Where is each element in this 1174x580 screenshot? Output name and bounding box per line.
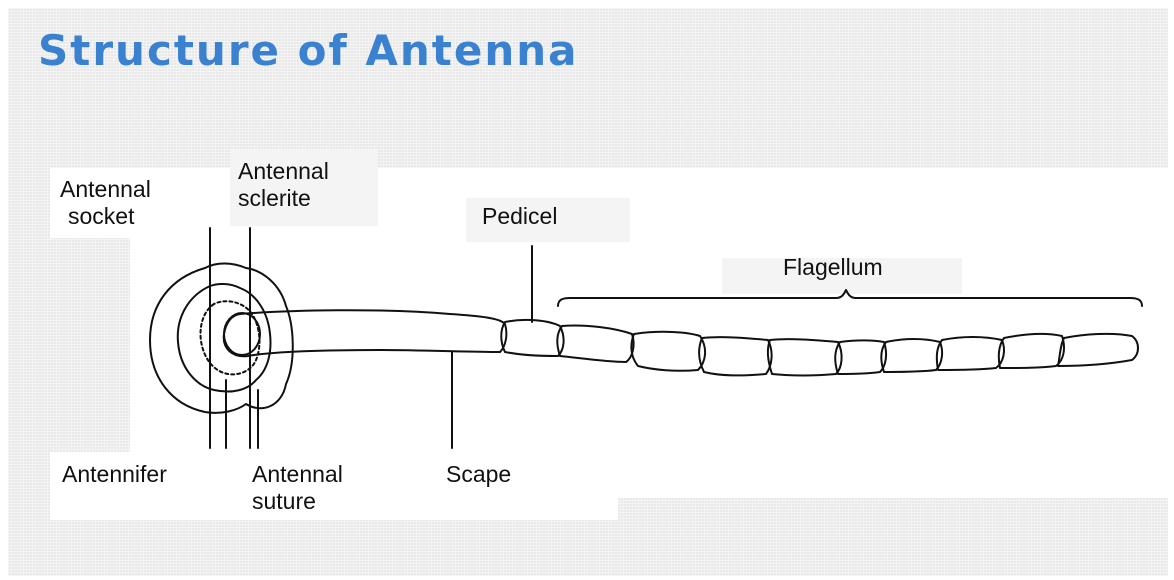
pedicel [501, 320, 563, 356]
label-scape: Scape [446, 461, 511, 488]
label-pedicel: Pedicel [482, 203, 557, 230]
label-antennifer: Antennifer [62, 461, 167, 488]
label-antennal-sclerite: Antennal sclerite [238, 158, 329, 212]
label-antennal-suture: Antennal suture [252, 461, 343, 515]
flagellomere-6 [881, 339, 942, 372]
label-flagellum: Flagellum [783, 254, 883, 281]
flagellomere-8 [999, 334, 1064, 368]
flagellomere-5 [835, 341, 886, 375]
flagellomere-2 [631, 332, 705, 371]
flagellomere-1 [557, 325, 633, 362]
scape-base [224, 313, 260, 355]
flagellomere-9 [1058, 334, 1138, 366]
flagellomere-4 [768, 339, 842, 375]
flagellomere-7 [937, 337, 1004, 370]
label-antennal-socket: Antennal socket [60, 176, 151, 230]
flagellum-bracket [558, 290, 1142, 306]
flagellomere-3 [699, 337, 771, 375]
